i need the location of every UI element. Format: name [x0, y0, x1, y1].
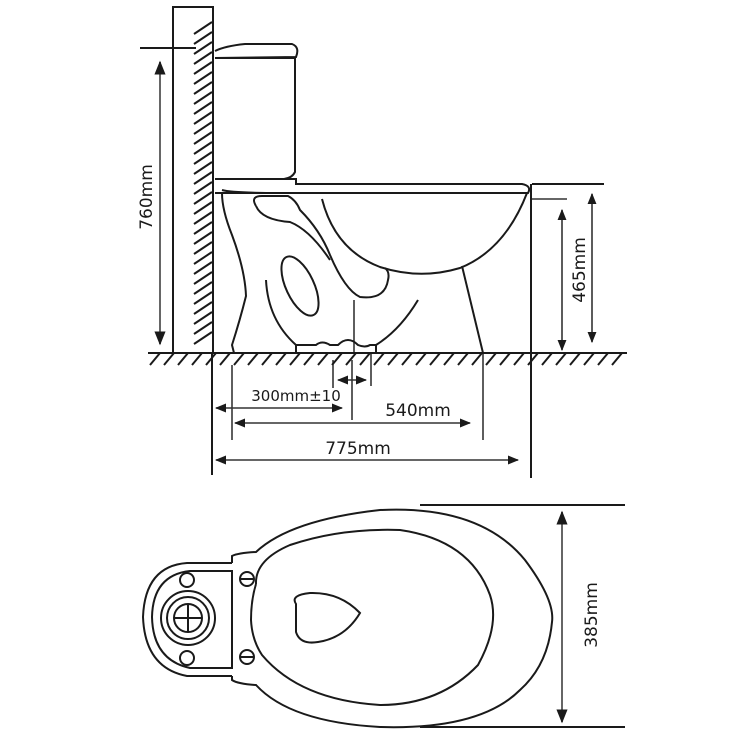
floor-hatching: [149, 352, 623, 366]
wall-hatching: [193, 21, 213, 345]
floor: [148, 352, 627, 366]
dimension-label-775: 775mm: [325, 439, 391, 459]
cistern-plan: [141, 562, 233, 677]
top-view: 385mm: [141, 504, 625, 729]
dimension-label-300: 300mm±10: [251, 387, 341, 405]
toilet-bowl: [215, 178, 531, 354]
wall: [172, 6, 214, 354]
cistern: [214, 43, 299, 180]
seat-height-dimension-465: 465mm: [530, 183, 604, 478]
dimension-label-465: 465mm: [570, 237, 590, 303]
bowl-plan: [231, 508, 554, 729]
dimension-label-760: 760mm: [137, 164, 157, 230]
dimension-label-385: 385mm: [582, 582, 602, 648]
width-dimension-385: 385mm: [420, 504, 625, 728]
height-dimension-760: 760mm: [137, 47, 196, 346]
side-view: 760mm 465mm 300mm±10 540mm 775mm: [137, 6, 627, 478]
horizontal-dimensions: 300mm±10 540mm 775mm: [211, 353, 520, 475]
dimension-label-540: 540mm: [385, 401, 451, 421]
